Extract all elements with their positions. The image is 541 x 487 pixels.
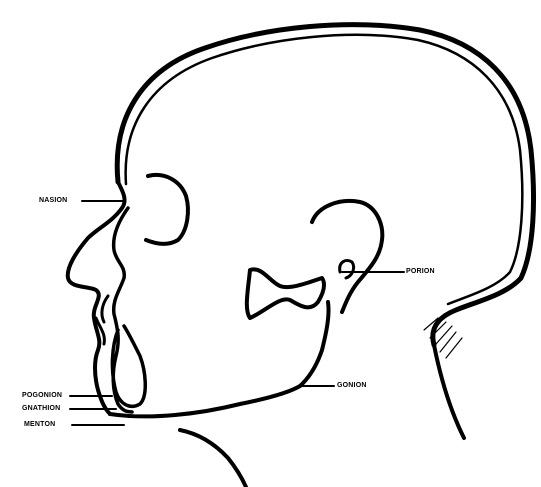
label-gonion: GONION — [337, 382, 367, 390]
label-porion: PORION — [406, 268, 435, 276]
label-gnathion: GNATHION — [22, 405, 60, 413]
neck-hatching — [424, 318, 462, 358]
orbit-outline — [146, 175, 188, 244]
label-menton: MENTON — [24, 421, 55, 429]
neck-back-line — [434, 345, 464, 438]
neck-front-line — [180, 430, 246, 487]
label-nasion: NASION — [39, 197, 67, 205]
label-pogonion: POGONION — [22, 392, 62, 400]
ear-inner — [340, 260, 354, 278]
mandible-lower-border — [110, 386, 300, 416]
facial-bone-line — [113, 208, 132, 412]
zygomatic-outline — [247, 269, 324, 318]
label-leader-lines — [70, 201, 404, 425]
jaw-ramus — [300, 302, 329, 386]
